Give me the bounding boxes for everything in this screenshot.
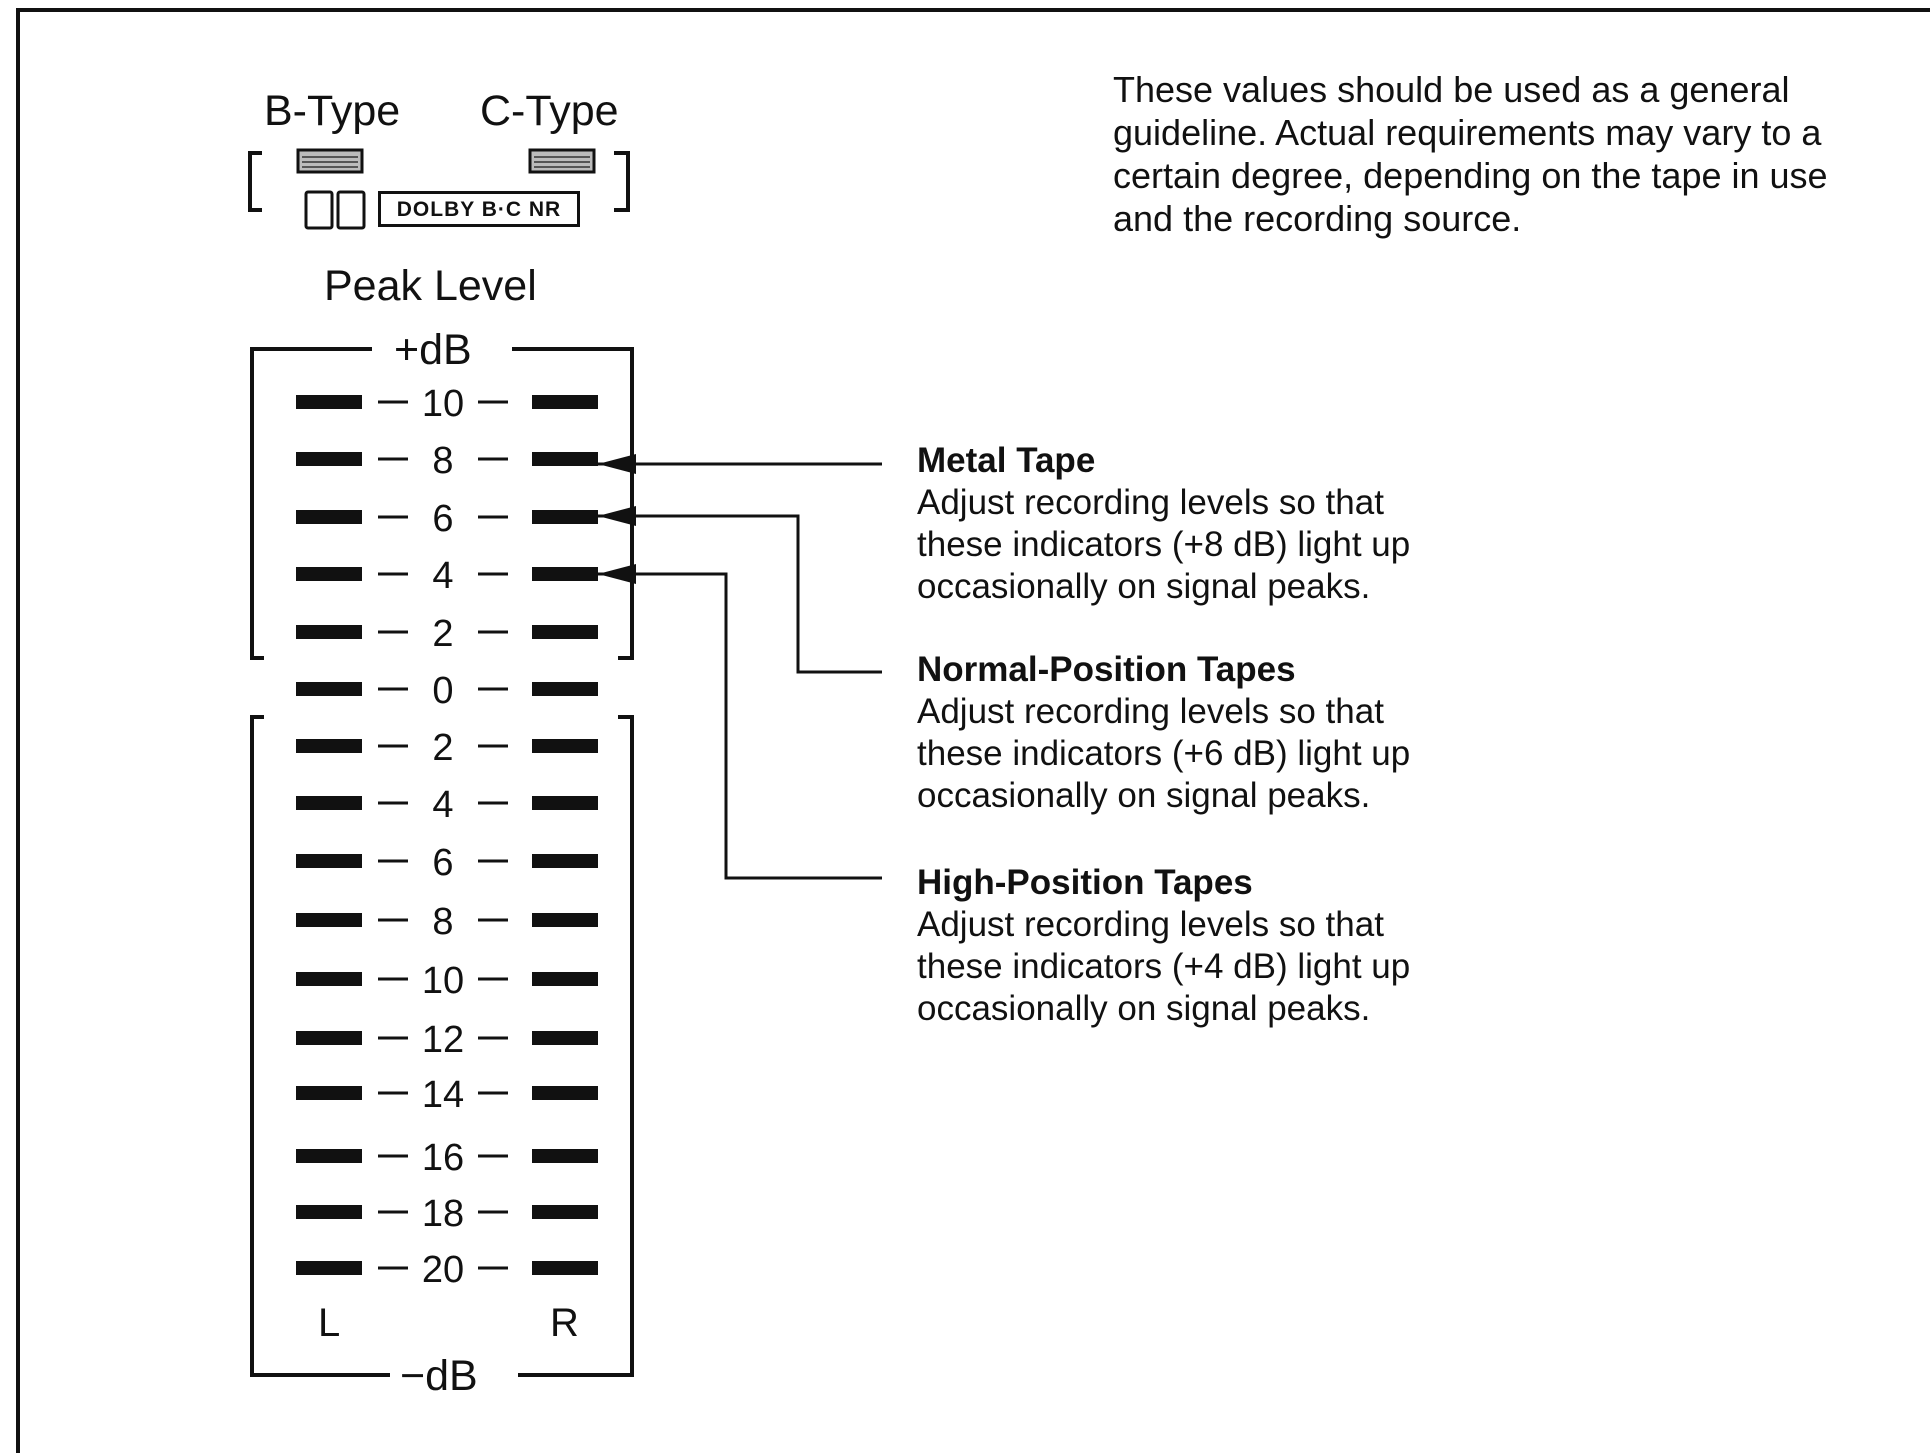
right-channel-segment xyxy=(532,1149,598,1163)
legend-bracket-left xyxy=(248,151,262,212)
tick-label: 14 xyxy=(421,1074,465,1116)
right-channel-segment xyxy=(532,1086,598,1100)
left-channel-label: L xyxy=(318,1301,341,1345)
right-channel-segment xyxy=(532,452,598,466)
c-type-label: C-Type xyxy=(480,87,619,135)
left-channel-segment xyxy=(296,1261,362,1275)
tick-label: 12 xyxy=(421,1019,465,1061)
left-channel-segment xyxy=(296,854,362,868)
normal-tape-leader xyxy=(598,514,882,674)
left-channel-segment xyxy=(296,796,362,810)
dolby-nr-badge: DOLBY B·C NR xyxy=(378,191,580,227)
metal-tape-arrowhead xyxy=(598,454,636,474)
annotation-line: Adjust recording levels so that xyxy=(917,483,1384,522)
right-channel-segment xyxy=(532,739,598,753)
left-channel-segment xyxy=(296,972,362,986)
left-channel-segment xyxy=(296,395,362,409)
left-channel-segment xyxy=(296,1086,362,1100)
tick-label: 0 xyxy=(432,670,454,712)
right-channel-segment xyxy=(532,395,598,409)
annotation-line: Adjust recording levels so that xyxy=(917,905,1384,944)
annotation-line: Adjust recording levels so that xyxy=(917,692,1384,731)
annotation-title: Normal-Position Tapes xyxy=(917,650,1296,689)
plus-db-label: +dB xyxy=(394,326,472,374)
annotation-line: occasionally on signal peaks. xyxy=(917,989,1371,1028)
left-channel-segment xyxy=(296,682,362,696)
peak-level-title: Peak Level xyxy=(324,262,537,310)
legend-bracket-right xyxy=(614,151,630,212)
right-channel-segment xyxy=(532,1031,598,1045)
left-channel-segment xyxy=(296,1149,362,1163)
b-type-label: B-Type xyxy=(264,87,401,135)
annotation-line: these indicators (+8 dB) light up xyxy=(917,525,1411,564)
annotation-line: these indicators (+4 dB) light up xyxy=(917,947,1411,986)
metal-tape-annotation: Metal Tape Adjust recording levels so th… xyxy=(917,440,1410,608)
right-channel-segment xyxy=(532,510,598,524)
right-channel-segment xyxy=(532,1261,598,1275)
left-channel-segment xyxy=(296,1205,362,1219)
tick-label: 2 xyxy=(432,727,454,769)
normal-position-tapes-annotation: Normal-Position Tapes Adjust recording l… xyxy=(917,649,1410,817)
left-channel-segment xyxy=(296,510,362,524)
right-channel-segment xyxy=(532,913,598,927)
annotation-line: these indicators (+6 dB) light up xyxy=(917,734,1411,773)
minus-db-bracket xyxy=(250,715,634,1377)
annotation-line: occasionally on signal peaks. xyxy=(917,776,1371,815)
left-channel-segment xyxy=(296,913,362,927)
right-channel-segment xyxy=(532,854,598,868)
normal-tape-arrowhead xyxy=(598,506,636,526)
tick-label: 8 xyxy=(432,440,454,482)
left-channel-segment xyxy=(296,567,362,581)
tick-label: 10 xyxy=(421,960,465,1002)
left-channel-segment xyxy=(296,1031,362,1045)
tick-label: 6 xyxy=(432,498,454,540)
right-channel-segment xyxy=(532,567,598,581)
outer-frame xyxy=(16,8,1930,1453)
tick-label: 18 xyxy=(421,1193,465,1235)
right-channel-segment xyxy=(532,796,598,810)
left-channel-segment xyxy=(296,739,362,753)
right-channel-label: R xyxy=(550,1301,579,1345)
annotation-line: occasionally on signal peaks. xyxy=(917,567,1371,606)
right-channel-segment xyxy=(532,682,598,696)
tick-label: 20 xyxy=(421,1249,465,1291)
tick-label: 8 xyxy=(432,901,454,943)
high-position-tapes-annotation: High-Position Tapes Adjust recording lev… xyxy=(917,862,1410,1030)
high-tape-leader xyxy=(598,572,882,880)
right-channel-segment xyxy=(532,625,598,639)
tick-label: 4 xyxy=(432,555,454,597)
plus-db-bracket xyxy=(250,347,634,660)
tick-label: 16 xyxy=(421,1137,465,1179)
tick-label: 6 xyxy=(432,842,454,884)
tick-label: 10 xyxy=(421,383,465,425)
right-channel-segment xyxy=(532,972,598,986)
right-channel-segment xyxy=(532,1205,598,1219)
minus-db-label: −dB xyxy=(400,1352,478,1400)
left-channel-segment xyxy=(296,625,362,639)
annotation-title: High-Position Tapes xyxy=(917,863,1253,902)
left-channel-segment xyxy=(296,452,362,466)
tick-label: 2 xyxy=(432,613,454,655)
tick-label: 4 xyxy=(432,784,454,826)
dolby-logo-right xyxy=(336,190,366,230)
annotation-title: Metal Tape xyxy=(917,441,1096,480)
guideline-note: These values should be used as a general… xyxy=(1113,69,1828,239)
meter-segments xyxy=(296,395,598,1275)
high-tape-arrowhead xyxy=(598,564,636,584)
dolby-logo-left xyxy=(304,190,334,230)
